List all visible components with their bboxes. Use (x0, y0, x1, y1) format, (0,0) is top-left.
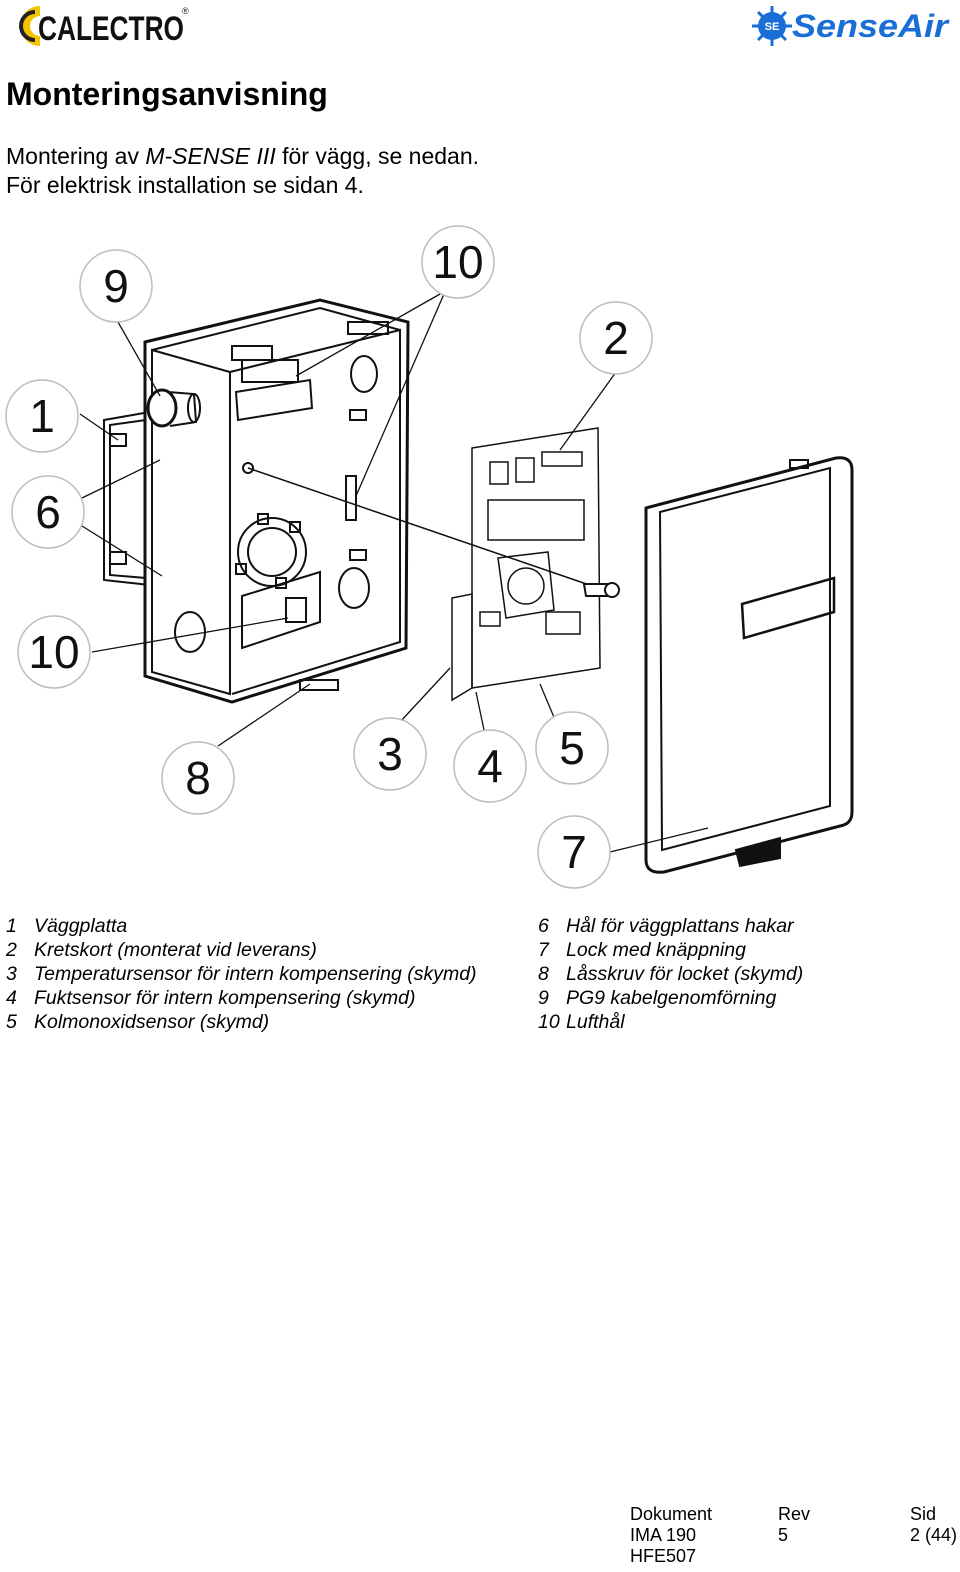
callout-4-label: 4 (477, 740, 503, 792)
callout-labels: 9 10 2 1 6 10 8 3 4 5 7 (28, 236, 628, 878)
callout-10-bottom (17, 615, 91, 689)
callout-6-label: 6 (35, 486, 61, 538)
callout-4 (453, 729, 527, 803)
callout-9 (79, 249, 153, 323)
intro-text: Montering av M-SENSE III för vägg, se ne… (6, 142, 479, 200)
footer-extra-row: HFE507 (630, 1546, 697, 1566)
callout-10-top-label: 10 (432, 236, 483, 288)
callout-2 (579, 301, 653, 375)
product-name: M-SENSE III (145, 143, 276, 169)
document-footer: Dokument Rev Sid IMA 190 5 2 (44) HFE507 (630, 1504, 960, 1567)
revision: 5 (778, 1525, 789, 1545)
callout-markers (5, 225, 653, 889)
calectro-logo-text: CALECTRO (38, 10, 184, 48)
callout-8 (161, 741, 235, 815)
lock-screw (247, 467, 620, 598)
calectro-logo: CALECTRO ® (19, 6, 189, 48)
page-title: Monteringsanvisning (6, 76, 328, 112)
assembly-diagram: 9 10 2 1 6 10 8 3 4 5 7 (5, 225, 854, 889)
cover-lid (644, 456, 854, 874)
callout-10-top (421, 225, 495, 299)
leader-lines (79, 293, 709, 853)
housing-box (143, 298, 410, 704)
callout-2-label: 2 (603, 312, 629, 364)
footer-header-row: Dokument Rev Sid (630, 1504, 937, 1524)
senseair-logo: SE SenseAir (752, 6, 950, 46)
callout-7 (537, 815, 611, 889)
svg-text:SE: SE (765, 21, 780, 33)
intro-line-1: Montering av M-SENSE III för vägg, se ne… (6, 143, 480, 169)
intro-line-2: För elektrisk installation se sidan 4. (6, 172, 364, 198)
callout-6 (11, 475, 85, 549)
footer-value-row: IMA 190 5 2 (44) (630, 1525, 960, 1546)
senseair-logo-text: SenseAir (792, 8, 950, 44)
callout-1 (5, 379, 79, 453)
callout-8-label: 8 (185, 752, 211, 804)
callout-7-label: 7 (561, 826, 587, 878)
callout-5 (535, 711, 609, 785)
callout-1-label: 1 (29, 390, 55, 442)
callout-5-label: 5 (559, 722, 585, 774)
svg-text:®: ® (182, 6, 189, 16)
wall-plate (103, 410, 151, 587)
page-number: 2 (44) (910, 1525, 958, 1545)
callout-10-bottom-label: 10 (28, 626, 79, 678)
document-number: IMA 190 (630, 1525, 697, 1545)
callout-3 (353, 717, 427, 791)
senseair-burst-icon: SE (752, 6, 792, 46)
cable-gland (146, 388, 201, 428)
callout-3-label: 3 (377, 728, 403, 780)
callout-9-label: 9 (103, 260, 129, 312)
